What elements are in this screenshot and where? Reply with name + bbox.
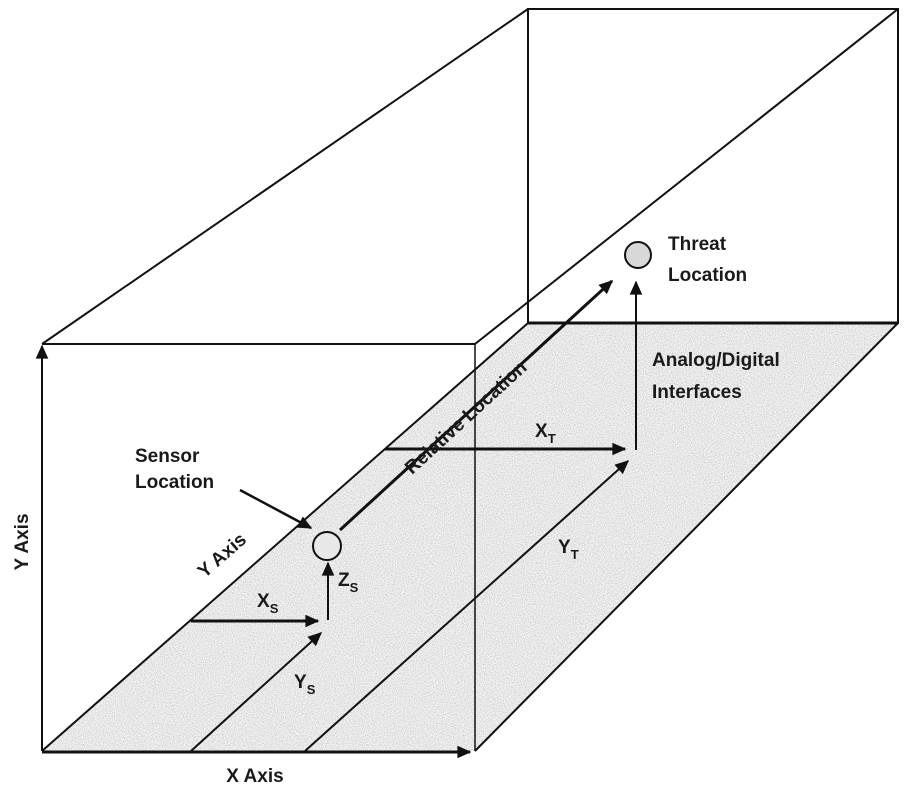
y-axis-vertical-label: Y Axis (12, 513, 33, 570)
relative-location-arrow (338, 279, 614, 532)
x-axis-label: X Axis (226, 766, 283, 787)
top-right-edge (474, 8, 899, 345)
threat-location-marker (624, 241, 652, 269)
ys-label: YS (294, 672, 316, 697)
sensor-pointer-arrow (239, 488, 313, 530)
zs-label: ZS (338, 570, 359, 595)
floor-stipple (42, 323, 898, 751)
sensor-location-marker (312, 531, 342, 561)
xs-label: XS (257, 591, 279, 616)
top-left-edge (41, 8, 529, 345)
sensor-label-line2: Location (135, 472, 214, 493)
xt-label: XT (535, 421, 556, 446)
interfaces-label-line2: Interfaces (652, 382, 742, 403)
floor-right-edge (474, 322, 899, 752)
threat-label-line2: Location (668, 265, 747, 286)
interfaces-label-line1: Analog/Digital (652, 350, 780, 371)
sensor-label-line1: Sensor (135, 446, 200, 467)
yt-arrow (304, 460, 630, 752)
floor-y-axis-line (41, 322, 529, 752)
ys-arrow (190, 632, 323, 752)
threat-label-line1: Threat (668, 234, 727, 255)
yt-label: YT (558, 537, 579, 562)
